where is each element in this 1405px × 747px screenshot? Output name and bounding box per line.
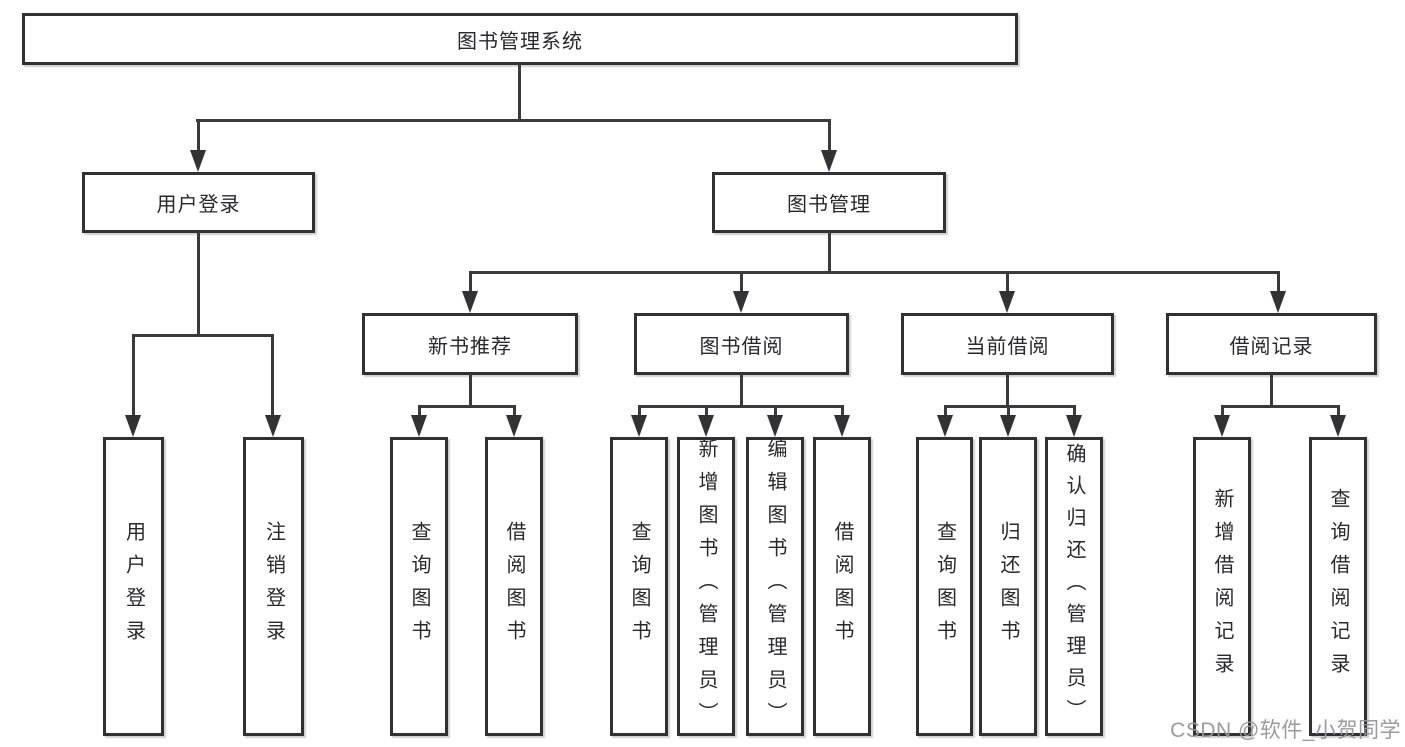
arrow-down-icon [999,291,1015,313]
connector-line [740,271,743,293]
arrow-down-icon [265,415,281,437]
arrow-down-icon [733,291,749,313]
connector-line [774,405,777,417]
arrow-down-icon [1214,415,1230,437]
node-label: 确认归还（管理员） [1063,442,1085,731]
leaf-query-books-borrowing: 查询图书 [610,437,668,736]
connector-line [197,232,200,337]
arrow-down-icon [1330,415,1346,437]
leaf-logout-login: 注销登录 [243,437,304,736]
connector-line [271,334,274,417]
node-label: 借阅记录 [1229,335,1314,358]
connector-line [944,405,947,417]
leaf-return-book: 归还图书 [979,437,1037,736]
connector-line [132,334,135,417]
connector-line [1073,405,1076,417]
arrow-down-icon [190,150,206,172]
leaf-query-books-current: 查询图书 [916,437,973,736]
connector-line [469,271,472,293]
leaf-borrow-books-borrowing: 借阅图书 [813,437,871,736]
connector-line [944,405,1076,408]
connector-line [828,232,831,274]
arrow-down-icon [937,415,953,437]
node-label: 当前借阅 [965,335,1050,358]
arrow-down-icon [698,415,714,437]
node-label: 借阅图书 [503,520,525,653]
connector-line [638,405,641,417]
connector-line [705,405,708,417]
arrow-down-icon [506,415,522,437]
connector-line [518,64,521,121]
arrow-down-icon [1270,291,1286,313]
connector-line [1006,374,1009,408]
arrow-down-icon [821,150,837,172]
arrow-down-icon [1066,415,1082,437]
arrow-down-icon [411,415,427,437]
node-new-book-recommendation: 新书推荐 [362,313,578,375]
arrow-down-icon [1000,415,1016,437]
node-label: 用户登录 [122,520,145,653]
connector-line [1006,271,1009,293]
node-label: 查询图书 [933,520,956,653]
arrow-down-icon [834,415,850,437]
leaf-query-books-recommend: 查询图书 [390,437,448,736]
connector-line [132,334,274,337]
node-label: 查询图书 [628,520,650,653]
node-label: 图书借阅 [699,335,784,358]
connector-line [828,119,831,152]
connector-line [1221,405,1340,408]
leaf-query-borrow-record: 查询借阅记录 [1309,437,1367,736]
leaf-add-book-admin: 新增图书（管理员） [677,437,735,736]
connector-line [196,119,831,122]
connector-line [841,405,844,417]
node-label: 新增图书（管理员） [695,438,717,735]
connector-line [469,374,472,408]
node-label: 注销登录 [262,520,285,653]
node-label: 图书管理系统 [457,30,583,53]
node-book-management: 图书管理 [712,172,946,233]
leaf-edit-book-admin: 编辑图书（管理员） [746,437,804,736]
csdn-watermark: CSDN @软件_小贺同学 [1170,719,1401,742]
connector-line [1221,405,1224,417]
node-label: 编辑图书（管理员） [764,438,786,735]
connector-line [1270,374,1273,408]
node-current-borrowing: 当前借阅 [901,313,1114,375]
leaf-borrow-books-recommend: 借阅图书 [485,437,543,736]
connector-line [418,405,516,408]
node-label: 新书推荐 [428,335,512,358]
node-root-library-system: 图书管理系统 [22,13,1018,65]
connector-line [469,271,1279,274]
connector-line [1337,405,1340,417]
connector-line [513,405,516,417]
arrow-down-icon [125,415,141,437]
connector-line [418,405,421,417]
node-label: 归还图书 [997,520,1019,653]
connector-line [1007,405,1010,417]
node-label: 借阅图书 [831,520,853,653]
node-borrowing-records: 借阅记录 [1166,313,1377,375]
leaf-confirm-return-admin: 确认归还（管理员） [1045,437,1103,736]
leaf-add-borrow-record: 新增借阅记录 [1193,437,1251,736]
node-label: 查询图书 [408,520,430,653]
connector-line [740,374,743,408]
node-label: 用户登录 [156,194,241,216]
arrow-down-icon [631,415,647,437]
leaf-user-login: 用户登录 [103,437,164,736]
connector-line [197,119,200,152]
node-user-login: 用户登录 [82,172,315,233]
connector-line [638,405,844,408]
node-book-borrowing: 图书借阅 [634,313,849,375]
connector-line [1277,271,1280,293]
node-label: 新增借阅记录 [1211,487,1233,686]
node-label: 图书管理 [787,194,871,216]
node-label: 查询借阅记录 [1327,487,1349,686]
arrow-down-icon [767,415,783,437]
arrow-down-icon [462,291,478,313]
